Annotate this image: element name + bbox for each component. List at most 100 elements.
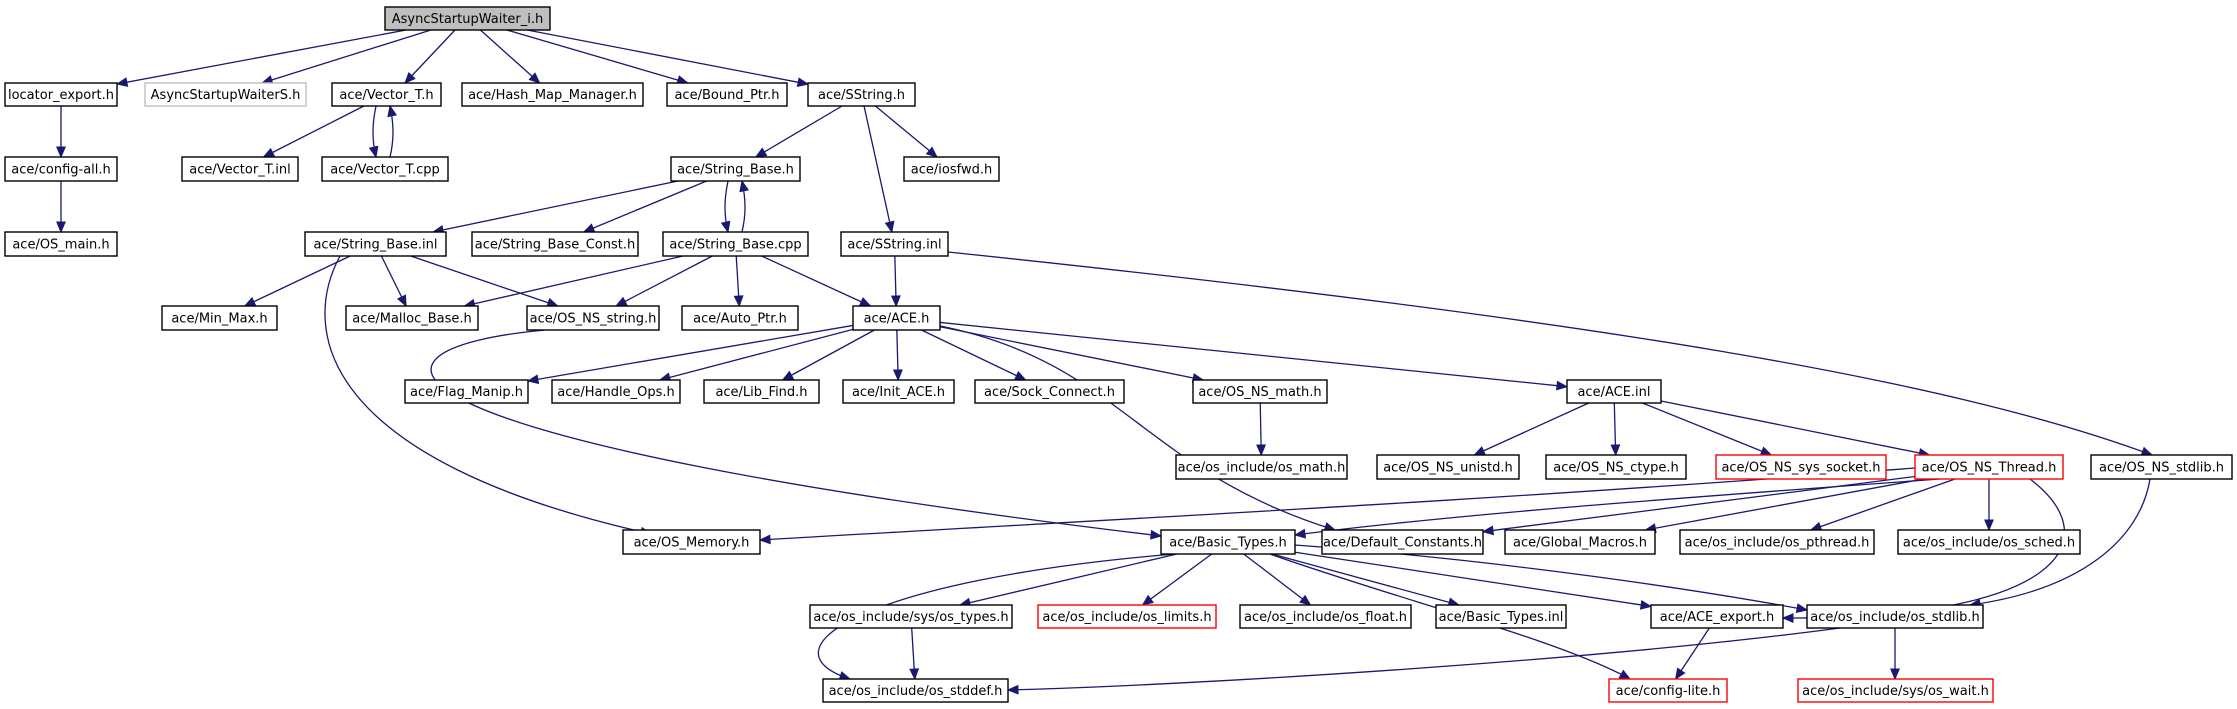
node-ace-export[interactable]: ace/ACE_export.h <box>1650 604 1784 629</box>
node-os-ns-unistd[interactable]: ace/OS_NS_unistd.h <box>1376 454 1520 480</box>
node-asyncS[interactable]: AsyncStartupWaiterS.h <box>144 82 307 107</box>
node-os-ns-math[interactable]: ace/OS_NS_math.h <box>1192 379 1328 404</box>
node-box[interactable] <box>1239 604 1412 629</box>
node-os-ns-ctype[interactable]: ace/OS_NS_ctype.h <box>1545 454 1687 480</box>
node-malloc-base[interactable]: ace/Malloc_Base.h <box>345 305 479 331</box>
node-box[interactable] <box>1435 604 1567 629</box>
node-os-float[interactable]: ace/os_include/os_float.h <box>1239 604 1412 629</box>
node-flag-manip[interactable]: ace/Flag_Manip.h <box>404 379 529 404</box>
node-box[interactable] <box>1504 529 1656 555</box>
node-box[interactable] <box>1797 678 1994 703</box>
node-box[interactable] <box>551 379 681 404</box>
node-box[interactable] <box>1679 529 1875 555</box>
node-box[interactable] <box>345 305 479 331</box>
node-handle-ops[interactable]: ace/Handle_Ops.h <box>551 379 681 404</box>
node-box[interactable] <box>4 156 118 182</box>
node-sock-connect[interactable]: ace/Sock_Connect.h <box>974 379 1125 404</box>
node-box[interactable] <box>807 82 916 107</box>
node-os-main[interactable]: ace/OS_main.h <box>4 231 118 257</box>
node-box[interactable] <box>471 231 639 257</box>
node-os-ns-string[interactable]: ace/OS_NS_string.h <box>526 305 660 331</box>
node-string-base-const[interactable]: ace/String_Base_Const.h <box>471 231 639 257</box>
node-os-stdlib[interactable]: ace/os_include/os_stdlib.h <box>1806 604 1984 629</box>
node-box[interactable] <box>1192 379 1328 404</box>
node-box[interactable] <box>304 231 447 257</box>
node-box[interactable] <box>1806 604 1984 629</box>
node-box[interactable] <box>842 379 955 404</box>
node-box[interactable] <box>670 156 801 182</box>
node-box[interactable] <box>703 379 820 404</box>
node-iosfwd[interactable]: ace/iosfwd.h <box>903 156 1000 182</box>
node-os-ns-sys-socket[interactable]: ace/OS_NS_sys_socket.h <box>1715 454 1887 480</box>
node-box[interactable] <box>974 379 1125 404</box>
node-lib-find[interactable]: ace/Lib_Find.h <box>703 379 820 404</box>
node-box[interactable] <box>822 678 1009 703</box>
node-box[interactable] <box>331 82 442 107</box>
node-os-memory[interactable]: ace/OS_Memory.h <box>622 529 761 555</box>
node-locator-export[interactable]: locator_export.h <box>4 82 118 107</box>
node-config-all[interactable]: ace/config-all.h <box>4 156 118 182</box>
node-string-base-cpp[interactable]: ace/String_Base.cpp <box>662 231 809 257</box>
node-box[interactable] <box>1175 454 1348 480</box>
node-vector-t-h[interactable]: ace/Vector_T.h <box>331 82 442 107</box>
node-basic-types-inl[interactable]: ace/Basic_Types.inl <box>1435 604 1567 629</box>
node-box[interactable] <box>181 156 299 182</box>
node-os-pthread[interactable]: ace/os_include/os_pthread.h <box>1679 529 1875 555</box>
node-string-base-inl[interactable]: ace/String_Base.inl <box>304 231 447 257</box>
node-sstring-h[interactable]: ace/SString.h <box>807 82 916 107</box>
node-global-macros[interactable]: ace/Global_Macros.h <box>1504 529 1656 555</box>
node-box[interactable] <box>4 231 118 257</box>
node-box[interactable] <box>840 231 949 257</box>
node-os-stddef[interactable]: ace/os_include/os_stddef.h <box>822 678 1009 703</box>
node-box[interactable] <box>809 604 1013 629</box>
node-box[interactable] <box>852 305 941 331</box>
node-hash-map[interactable]: ace/Hash_Map_Manager.h <box>461 82 644 107</box>
node-box[interactable] <box>662 231 809 257</box>
node-box[interactable] <box>1566 379 1662 404</box>
node-os-limits[interactable]: ace/os_include/os_limits.h <box>1037 604 1217 629</box>
node-sstring-inl[interactable]: ace/SString.inl <box>840 231 949 257</box>
node-auto-ptr[interactable]: ace/Auto_Ptr.h <box>681 305 799 331</box>
node-box[interactable] <box>1160 529 1296 555</box>
node-root[interactable]: AsyncStartupWaiter_i.h <box>384 6 551 31</box>
node-os-math[interactable]: ace/os_include/os_math.h <box>1175 454 1348 480</box>
node-box[interactable] <box>622 529 761 555</box>
node-os-ns-stdlib[interactable]: ace/OS_NS_stdlib.h <box>2090 454 2233 480</box>
node-vector-t-cpp[interactable]: ace/Vector_T.cpp <box>321 156 449 182</box>
node-box[interactable] <box>2090 454 2233 480</box>
node-box[interactable] <box>666 82 788 107</box>
node-basic-types-h[interactable]: ace/Basic_Types.h <box>1160 529 1296 555</box>
node-box[interactable] <box>681 305 799 331</box>
node-box[interactable] <box>4 82 118 107</box>
node-box[interactable] <box>461 82 644 107</box>
node-sys-os-wait[interactable]: ace/os_include/sys/os_wait.h <box>1797 678 1994 703</box>
node-box[interactable] <box>1650 604 1784 629</box>
node-config-lite[interactable]: ace/config-lite.h <box>1608 678 1728 703</box>
node-box[interactable] <box>1037 604 1217 629</box>
node-vector-t-inl[interactable]: ace/Vector_T.inl <box>181 156 299 182</box>
node-default-constants[interactable]: ace/Default_Constants.h <box>1321 529 1484 555</box>
node-bound-ptr[interactable]: ace/Bound_Ptr.h <box>666 82 788 107</box>
node-box[interactable] <box>1914 454 2064 480</box>
node-box[interactable] <box>404 379 529 404</box>
node-box[interactable] <box>1545 454 1687 480</box>
node-box[interactable] <box>384 6 551 31</box>
node-os-ns-thread[interactable]: ace/OS_NS_Thread.h <box>1914 454 2064 480</box>
node-box[interactable] <box>1321 529 1484 555</box>
node-box[interactable] <box>1608 678 1728 703</box>
node-box[interactable] <box>903 156 1000 182</box>
node-ace-inl[interactable]: ace/ACE.inl <box>1566 379 1662 404</box>
node-ace-h[interactable]: ace/ACE.h <box>852 305 941 331</box>
node-init-ace[interactable]: ace/Init_ACE.h <box>842 379 955 404</box>
node-box[interactable] <box>1897 529 2081 555</box>
node-box[interactable] <box>1715 454 1887 480</box>
node-box[interactable] <box>526 305 660 331</box>
node-os-sched[interactable]: ace/os_include/os_sched.h <box>1897 529 2081 555</box>
node-box[interactable] <box>161 305 278 331</box>
node-string-base-h[interactable]: ace/String_Base.h <box>670 156 801 182</box>
node-box[interactable] <box>1376 454 1520 480</box>
node-box[interactable] <box>144 82 307 107</box>
node-sys-os-types[interactable]: ace/os_include/sys/os_types.h <box>809 604 1013 629</box>
node-min-max[interactable]: ace/Min_Max.h <box>161 305 278 331</box>
node-box[interactable] <box>321 156 449 182</box>
